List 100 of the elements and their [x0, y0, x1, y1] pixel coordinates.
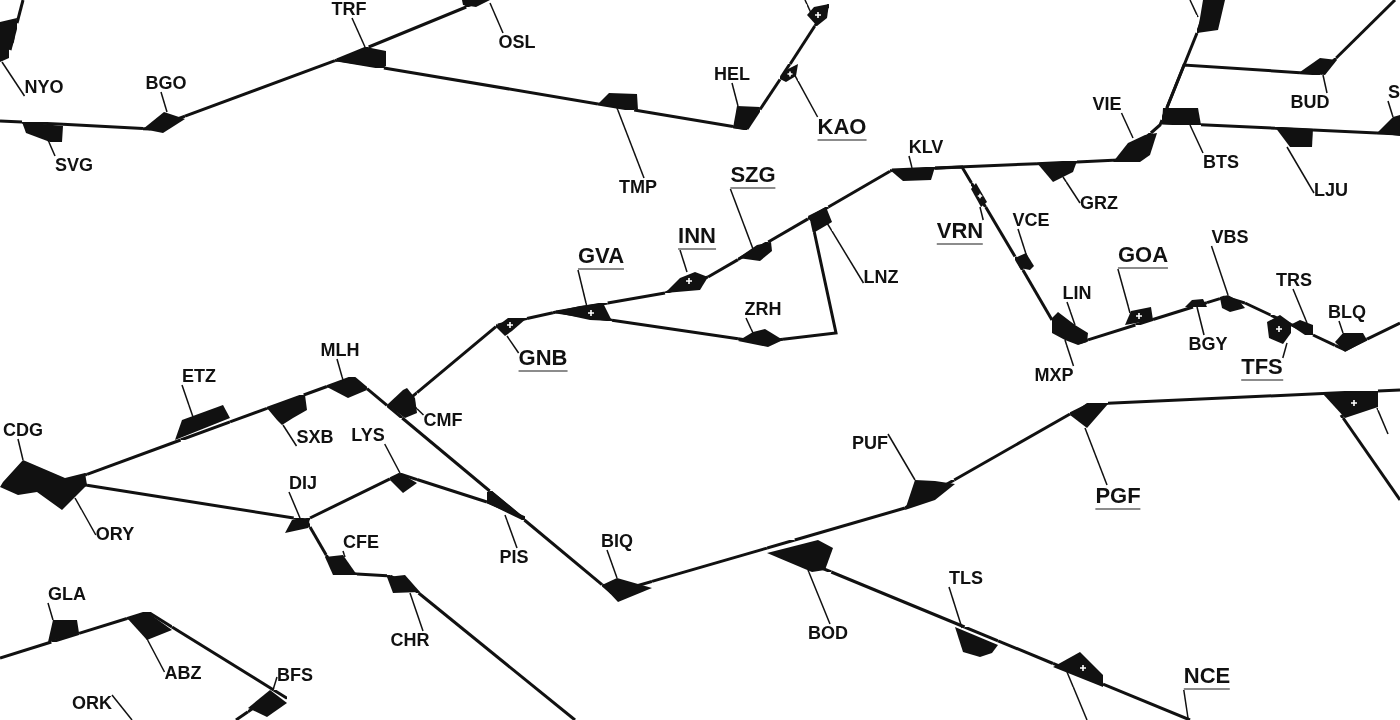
station-marker [22, 122, 63, 142]
route-line [86, 438, 182, 476]
station-label: CFE [343, 533, 379, 551]
leader-line [506, 335, 520, 354]
station-label: LIN [1062, 284, 1092, 302]
station-label: S [1388, 83, 1400, 101]
leader-line [1065, 181, 1081, 204]
route-line [303, 385, 328, 397]
route-line [1200, 123, 1276, 130]
route-line [651, 546, 768, 583]
underlined-station-label: GVA [578, 245, 624, 270]
station-label: GRZ [1080, 194, 1118, 212]
leader-line [808, 571, 831, 625]
station-marker [1052, 312, 1088, 345]
leader-line [1292, 288, 1307, 321]
station-label: VIE [1092, 95, 1122, 113]
station-label: BGY [1188, 335, 1228, 353]
route-line [523, 518, 603, 586]
route-line [366, 387, 388, 407]
leader-line [1322, 74, 1328, 94]
station-marker [487, 491, 525, 520]
station-marker [0, 18, 17, 62]
route-line [1087, 323, 1136, 342]
station-label: VBS [1211, 228, 1249, 246]
route-line [526, 311, 554, 320]
route-line [758, 78, 782, 111]
leader-line [1017, 228, 1027, 254]
leader-line [351, 17, 366, 48]
station-label: LJU [1314, 181, 1348, 199]
station-label: NYO [24, 78, 64, 96]
underlined-station-label: TFS [1241, 356, 1283, 381]
leader-line [17, 438, 24, 461]
leader-line [729, 188, 752, 243]
station-label: MXP [1034, 366, 1074, 384]
station-marker [733, 106, 760, 130]
station-marker [808, 207, 832, 232]
leader-line [489, 2, 504, 34]
route-line [309, 477, 391, 520]
station-label: TMP [619, 178, 657, 196]
leader-line [81, 509, 97, 536]
station-label: GLA [48, 585, 86, 603]
leader-line [416, 408, 425, 416]
station-marker [1053, 652, 1103, 687]
leader-line [1338, 320, 1344, 334]
station-marker [143, 112, 185, 133]
route-line [1152, 305, 1194, 321]
station-marker [1162, 108, 1201, 125]
station-marker [267, 395, 307, 425]
leader-line [1189, 124, 1204, 154]
station-label: TRS [1276, 271, 1312, 289]
station-marker [1037, 161, 1077, 182]
station-label: SXB [296, 428, 334, 446]
station-marker [127, 612, 172, 640]
route-line [934, 162, 1038, 170]
route-line [794, 506, 906, 542]
route-line [1377, 388, 1400, 393]
route-line [86, 483, 294, 520]
route-line [1102, 682, 1191, 720]
station-marker [335, 47, 386, 68]
underlined-station-label: GNB [518, 347, 568, 372]
station-label: PIS [499, 548, 529, 566]
route-line [1244, 301, 1272, 317]
station-marker [738, 329, 783, 347]
route-line [171, 625, 275, 692]
leader-line [1210, 245, 1229, 296]
leader-line [1, 61, 26, 97]
leader-line [160, 91, 168, 113]
route-line [0, 119, 23, 124]
station-label: DIJ [289, 474, 317, 492]
station-label: BFS [277, 666, 313, 684]
route-line [416, 325, 497, 394]
station-label: ABZ [164, 664, 202, 682]
route-line [1335, 0, 1397, 60]
leader-line [887, 433, 916, 481]
station-marker [390, 473, 417, 493]
leader-line [1196, 306, 1205, 336]
station-marker [387, 388, 417, 418]
leader-line [506, 519, 518, 549]
station-label: PUF [852, 434, 888, 452]
leader-line [617, 109, 645, 179]
leader-line [1286, 146, 1315, 194]
leader-line [409, 592, 424, 632]
station-label: HEL [714, 65, 750, 83]
station-label: CDG [3, 421, 43, 439]
route-line [401, 416, 491, 493]
station-label: BOD [808, 624, 848, 642]
station-marker [327, 377, 367, 398]
leader-line [1117, 268, 1130, 308]
leader-line [1387, 100, 1394, 116]
station-label: LNZ [863, 268, 899, 286]
route-line [707, 258, 739, 279]
route-line [1149, 119, 1164, 135]
station-label: BTS [1203, 153, 1239, 171]
route-line [1076, 158, 1114, 164]
underlined-station-label: GOA [1117, 244, 1169, 269]
station-marker [738, 242, 772, 261]
station-label: CMF [423, 411, 463, 429]
station-marker [1070, 403, 1108, 428]
station-marker [1335, 333, 1367, 352]
station-marker [0, 460, 87, 510]
